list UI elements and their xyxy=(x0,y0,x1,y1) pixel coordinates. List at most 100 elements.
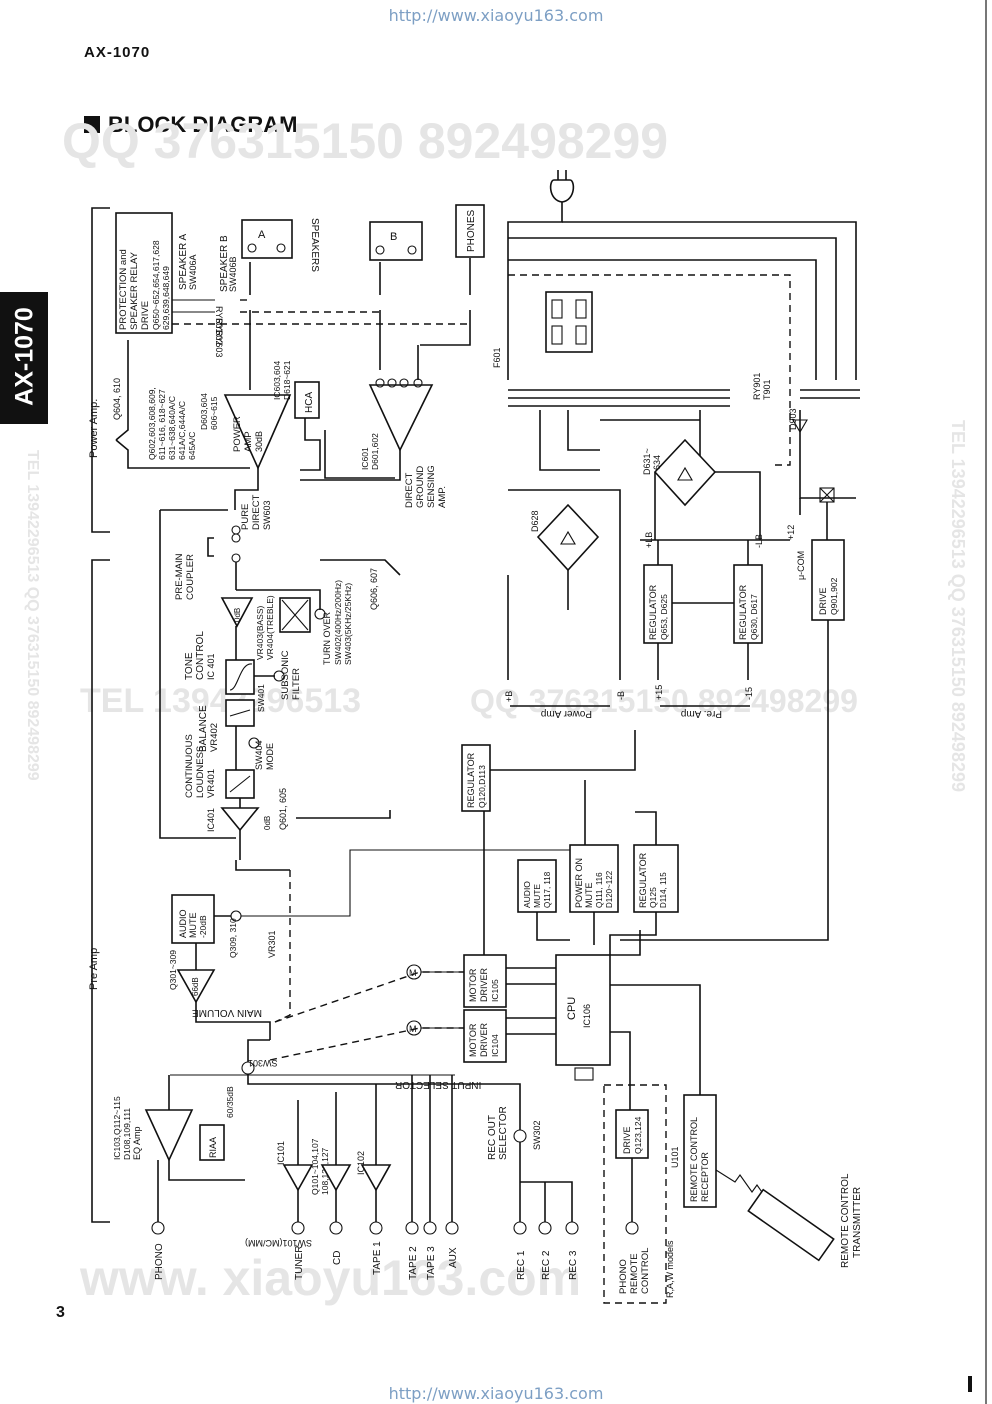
svg-text:-LB: -LB xyxy=(754,534,764,548)
input-tape1: TAPE 1 xyxy=(372,1241,383,1275)
svg-text:D114, 115: D114, 115 xyxy=(659,872,668,908)
svg-text:DRIVE: DRIVE xyxy=(622,1126,632,1154)
ic401-buffer xyxy=(220,807,260,832)
svg-text:T901: T901 xyxy=(762,379,772,400)
svg-text:PRE-MAIN: PRE-MAIN xyxy=(174,553,185,600)
crystal-oscillator-icon xyxy=(574,1067,594,1081)
svg-text:POWER: POWER xyxy=(232,416,243,452)
svg-text:AMP.: AMP. xyxy=(437,486,448,508)
svg-text:REMOTE CONTROL: REMOTE CONTROL xyxy=(840,1173,851,1268)
page-heading: BLOCK DIAGRAM xyxy=(84,112,297,138)
section-label-pre-amp: Pre Amp xyxy=(88,948,100,990)
url-header[interactable]: http://www.xiaoyu163.com xyxy=(388,6,604,25)
svg-text:TRANSMITTER: TRANSMITTER xyxy=(852,1187,863,1258)
svg-text:F601: F601 xyxy=(492,347,502,368)
svg-text:+LB: +LB xyxy=(644,532,654,548)
svg-text:641A/C,644A/C: 641A/C,644A/C xyxy=(177,401,187,460)
svg-text:RY901: RY901 xyxy=(752,373,762,400)
svg-text:Q117, 118: Q117, 118 xyxy=(543,871,552,908)
input-phono: PHONO xyxy=(154,1243,165,1280)
svg-text:PHONES: PHONES xyxy=(466,209,477,252)
watermark-site: www. xiaoyu163.com xyxy=(79,1250,581,1306)
input-cd: CD xyxy=(332,1251,343,1265)
page-edge-rule xyxy=(985,0,987,1404)
svg-text:634: 634 xyxy=(652,455,662,470)
svg-text:IC603,604: IC603,604 xyxy=(272,361,282,400)
svg-text:+12: +12 xyxy=(786,525,796,540)
output-rec3: REC 3 xyxy=(568,1250,579,1280)
svg-text:M: M xyxy=(409,1024,417,1034)
svg-text:RIAA: RIAA xyxy=(208,1137,218,1158)
svg-text:CONTROL: CONTROL xyxy=(195,631,206,680)
speakers-title: SPEAKERS xyxy=(309,218,320,272)
svg-text:IC101: IC101 xyxy=(276,1141,286,1165)
svg-text:D628: D628 xyxy=(530,510,540,532)
svg-text:Q653, D625: Q653, D625 xyxy=(659,594,669,640)
svg-text:DIRECT: DIRECT xyxy=(251,494,262,530)
svg-text:IC601: IC601 xyxy=(360,447,370,470)
watermark-qq-top: QQ 376315150 892498299 xyxy=(62,113,668,169)
svg-text:REGULATOR: REGULATOR xyxy=(466,752,476,808)
svg-text:VR404(TREBLE): VR404(TREBLE) xyxy=(265,595,275,660)
svg-text:SW603: SW603 xyxy=(262,500,272,530)
power-relay-box xyxy=(545,291,593,353)
jack-icon xyxy=(625,1221,639,1235)
svg-text:MOTOR: MOTOR xyxy=(468,1023,478,1057)
speaker-a-label: SPEAKER A xyxy=(178,234,189,290)
svg-text:D631~: D631~ xyxy=(642,448,652,475)
svg-text:AMP: AMP xyxy=(243,431,254,452)
svg-text:DRIVER: DRIVER xyxy=(479,1022,489,1057)
subsonic-filter-box xyxy=(225,659,255,695)
motor-driver-ic105: MOTOR DRIVER IC105 xyxy=(463,954,507,1008)
eq-amp xyxy=(144,1109,194,1162)
svg-text:VR301: VR301 xyxy=(267,930,277,958)
svg-text:DRIVE: DRIVE xyxy=(818,587,828,615)
svg-text:Q601, 605: Q601, 605 xyxy=(278,788,288,830)
watermark-tel: TEL 13942296513 xyxy=(80,682,361,720)
jack-icon xyxy=(445,1221,459,1235)
url-footer[interactable]: http://www.xiaoyu163.com xyxy=(388,1384,604,1403)
svg-text:611~616, 618~627: 611~616, 618~627 xyxy=(157,389,167,460)
svg-text:REMOTE CONTROL: REMOTE CONTROL xyxy=(689,1117,699,1202)
svg-text:IC105: IC105 xyxy=(490,979,500,1002)
svg-text:VR402: VR402 xyxy=(209,723,220,752)
svg-text:629,639,648,649: 629,639,648,649 xyxy=(161,266,171,330)
jack-icon xyxy=(329,1221,343,1235)
svg-text:VR403(BASS): VR403(BASS) xyxy=(255,606,265,660)
svg-text:-15: -15 xyxy=(744,687,754,700)
svg-text:DIRECT: DIRECT xyxy=(404,472,415,508)
svg-text:PHONO: PHONO xyxy=(618,1259,629,1294)
input-tuner: TUNER xyxy=(294,1246,305,1280)
input-tape3: TAPE 3 xyxy=(426,1246,437,1280)
tone-control-amp xyxy=(220,597,254,628)
svg-text:B: B xyxy=(390,231,397,243)
riaa-network-box xyxy=(199,1124,225,1161)
svg-text:D108,109,111: D108,109,111 xyxy=(122,1108,132,1160)
square-bullet-icon xyxy=(84,116,100,133)
svg-text:Q602,603,608,609,: Q602,603,608,609, xyxy=(147,387,157,460)
svg-text:Q125: Q125 xyxy=(648,887,658,908)
svg-text:Q650~652,654,617,628: Q650~652,654,617,628 xyxy=(151,240,161,330)
input-aux: AUX xyxy=(448,1247,459,1268)
svg-text:Q123,124: Q123,124 xyxy=(633,1116,643,1154)
heading-text: BLOCK DIAGRAM xyxy=(108,112,298,137)
svg-text:Pre. Amp: Pre. Amp xyxy=(680,708,722,719)
input-jacks: PHONO TUNER CD TAPE 1 TAPE 2 TAPE 3 AUX xyxy=(151,1190,459,1280)
motor-driver-ic104: MOTOR DRIVER IC104 xyxy=(463,1009,507,1063)
audio-mute-block: AUDIO MUTE -20dB xyxy=(171,894,215,944)
svg-text:Power Amp: Power Amp xyxy=(540,708,592,719)
svg-text:-20dB: -20dB xyxy=(198,915,208,938)
svg-text:30dB: 30dB xyxy=(254,431,264,452)
svg-text:SELECTOR: SELECTOR xyxy=(498,1106,509,1160)
regulator-q630: REGULATOR Q630, D617 xyxy=(733,564,763,644)
transformer-t901 xyxy=(508,389,860,407)
svg-text:SUBSONIC: SUBSONIC xyxy=(280,650,291,700)
svg-text:GROUND: GROUND xyxy=(415,466,426,508)
svg-text:MUTE: MUTE xyxy=(188,913,198,939)
svg-text:0dB: 0dB xyxy=(233,608,242,622)
output-rec2: REC 2 xyxy=(541,1250,552,1280)
svg-text:IC103,Q112~115: IC103,Q112~115 xyxy=(112,1096,122,1160)
remote-control-transmitter xyxy=(747,1188,835,1262)
speaker-a-switch: SW406A xyxy=(188,254,198,290)
